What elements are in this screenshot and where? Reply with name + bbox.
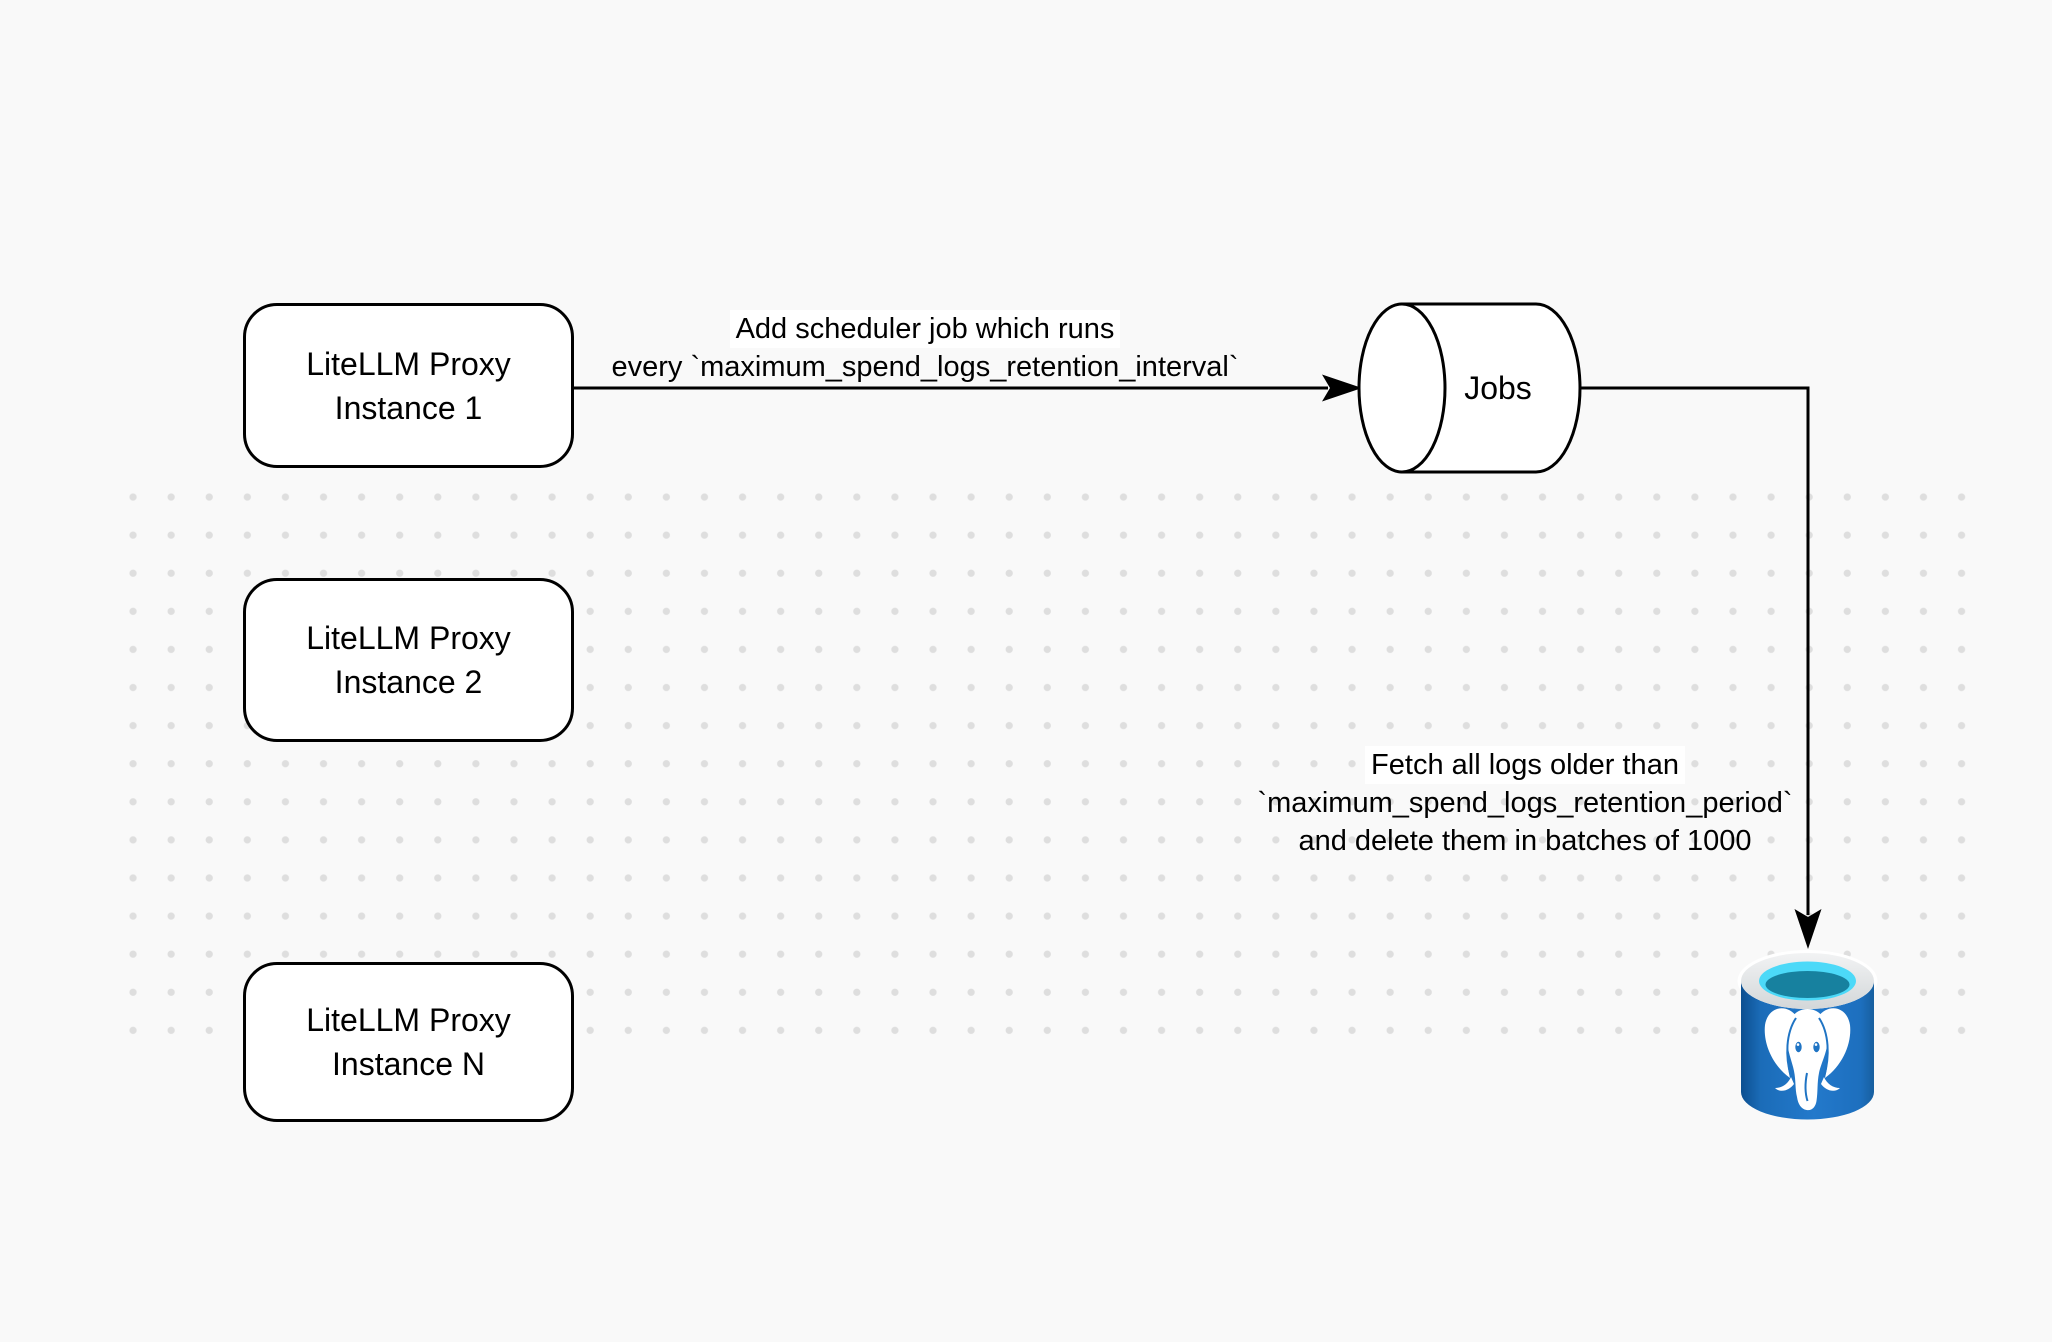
jobs-node-label: Jobs <box>1464 370 1532 406</box>
postgres-inner-teal <box>1765 971 1850 998</box>
edge-label-line: Fetch all logs older than <box>1365 746 1685 784</box>
edge-fetch-arrowhead-icon <box>1794 909 1822 949</box>
edge-label-fetch: Fetch all logs older than `maximum_spend… <box>1232 746 1818 860</box>
postgres-elephant-icon <box>1764 1008 1851 1111</box>
node-litellm-proxy-instance-1: LiteLLM Proxy Instance 1 <box>243 303 574 468</box>
node-label-line: LiteLLM Proxy <box>306 620 511 656</box>
edge-fetch-arrow <box>1580 386 1822 949</box>
node-label-line: Instance 2 <box>334 664 483 700</box>
edge-scheduler-arrowhead-icon <box>1322 374 1362 402</box>
edge-scheduler-arrow <box>574 374 1362 402</box>
node-label-line: Instance N <box>332 1046 485 1082</box>
node-label-line: LiteLLM Proxy <box>306 1002 511 1038</box>
edge-label-line: `maximum_spend_logs_retention_period` <box>1257 787 1793 819</box>
node-label-line: LiteLLM Proxy <box>306 345 511 382</box>
node-litellm-proxy-instance-n: LiteLLM Proxy Instance N <box>243 962 574 1122</box>
jobs-datastore-cylinder-icon <box>1357 302 1582 474</box>
edge-label-line: every `maximum_spend_logs_retention_inte… <box>611 351 1239 383</box>
edge-label-line: and delete them in batches of 1000 <box>1298 825 1752 857</box>
jobs-cylinder-cap <box>1357 302 1447 474</box>
postgresql-database-icon <box>1737 950 1878 1120</box>
node-litellm-proxy-instance-2: LiteLLM Proxy Instance 2 <box>243 578 574 742</box>
edge-label-scheduler: Add scheduler job which runs every `maxi… <box>595 310 1255 386</box>
edge-label-line: Add scheduler job which runs <box>729 310 1121 348</box>
jobs-cylinder-body <box>1400 302 1582 474</box>
edge-fetch-line <box>1580 386 1810 915</box>
node-label-line: Instance 1 <box>334 389 483 426</box>
